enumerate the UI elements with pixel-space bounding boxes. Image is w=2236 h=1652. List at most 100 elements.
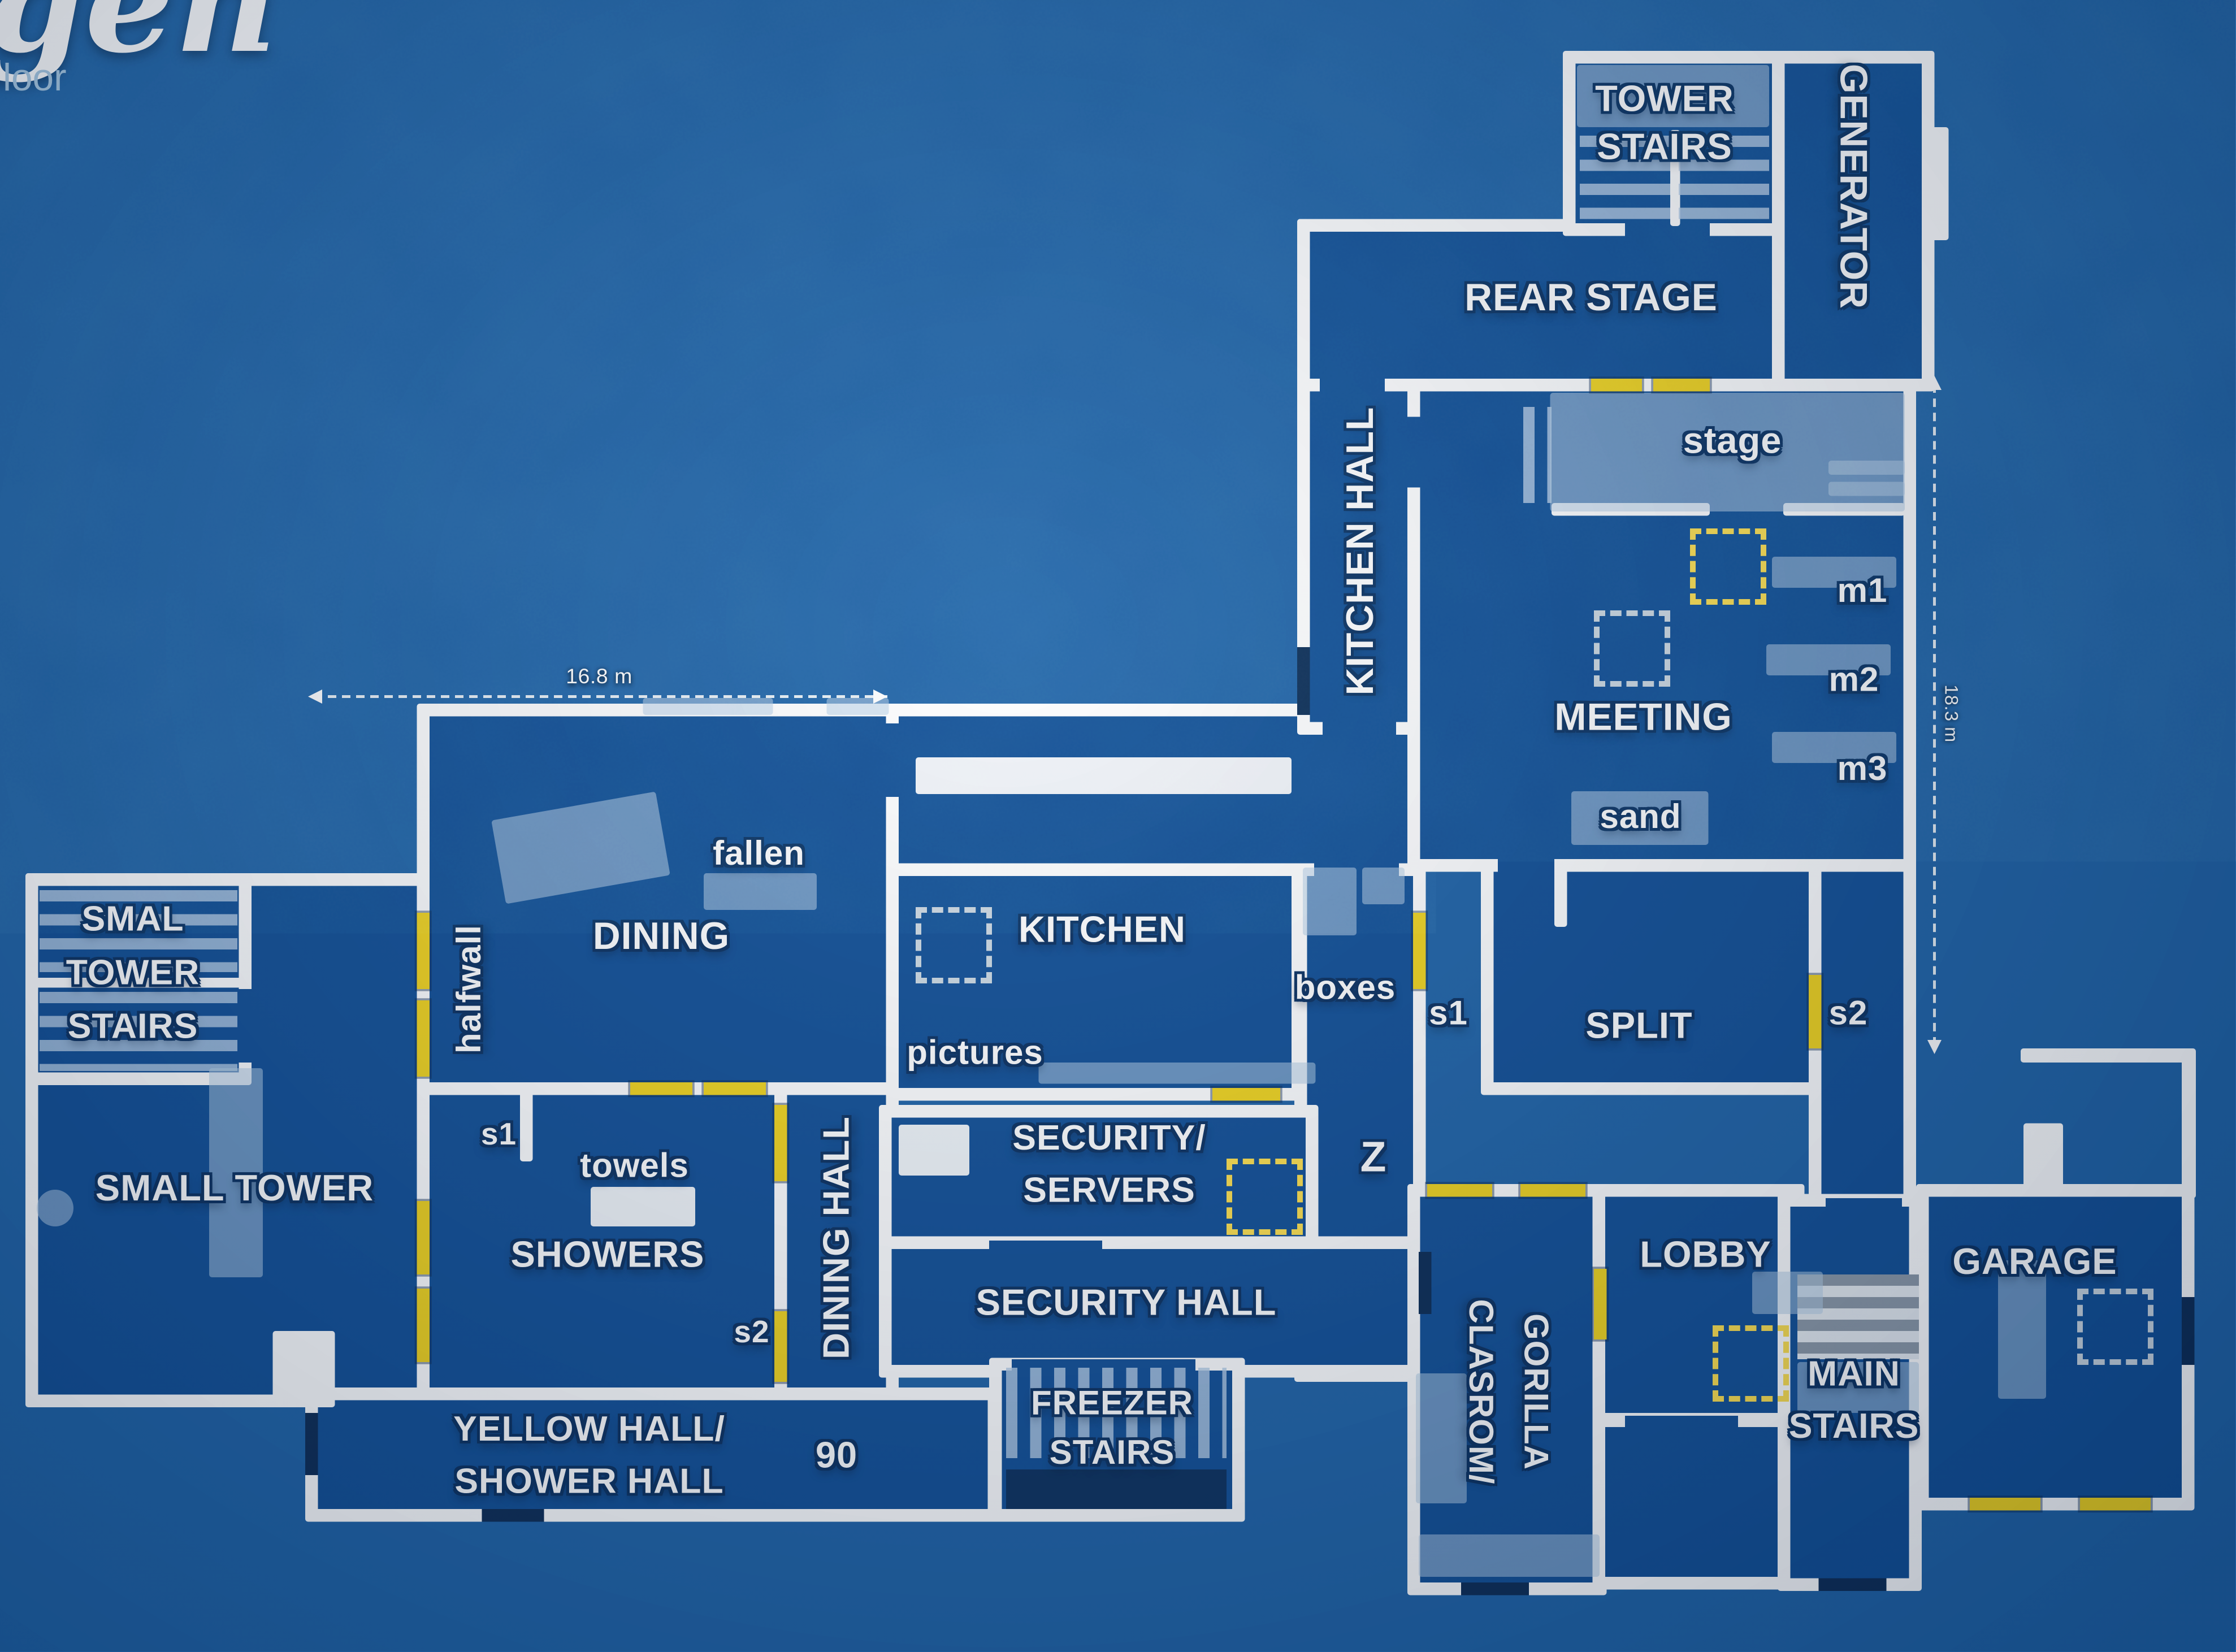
label-s2-split: s2 [1829,995,1868,1034]
door-marker [704,1082,766,1095]
door-marker [1520,1184,1585,1197]
towels-shelf [591,1187,695,1226]
label-kitchen-hall: KITCHEN HALL [1339,407,1383,696]
boxes-stack [1303,868,1357,935]
dimension-line-horizontal [314,695,887,698]
label-s1-showers: s1 [481,1116,517,1153]
label-dining-hall: DINING HALL [814,1116,859,1359]
passage-gap [1625,223,1710,246]
label-security-servers-2: SERVERS [1023,1170,1195,1212]
barricade-marker [482,1509,544,1522]
passage-gap [1323,701,1396,740]
barricade-marker [1461,1582,1529,1595]
label-m3: m3 [1838,751,1888,790]
arrow-icon [308,690,322,704]
wall-segment [2182,1048,2196,1198]
dimension-line-vertical [1933,384,1936,1046]
dimension-height-label: 18.3 m [1941,684,1962,742]
barricade-marker [1419,1252,1432,1314]
label-tower-stairs-1: TOWER [1595,77,1734,121]
label-boxes: boxes [1295,969,1396,1009]
label-pictures: pictures [907,1034,1043,1074]
small-tower-barrel [37,1190,73,1226]
label-small-tower: SMALL TOWER [96,1167,374,1211]
server-rack [899,1125,969,1176]
label-fallen: fallen [713,835,805,875]
label-lobby: LOBBY [1640,1233,1771,1277]
door-marker [417,1289,430,1362]
door-marker [1212,1088,1280,1101]
boxes-stack [1362,868,1405,904]
hatch-marker-yellow [1227,1159,1303,1235]
wall-segment [273,1331,335,1407]
door-marker [2080,1498,2151,1511]
room-east-corridor [1809,859,1916,1229]
door-marker [417,1201,430,1274]
label-ninety: 90 [816,1433,857,1477]
label-kitchen: KITCHEN [1019,908,1186,952]
label-split: SPLIT [1585,1004,1692,1048]
label-main-stairs-2: STAIRS [1789,1407,1919,1448]
wall-segment [520,1082,533,1161]
hatch-marker-yellow [1690,528,1766,605]
label-main-stairs-1: MAIN [1808,1354,1900,1395]
passage-gap [237,989,263,1063]
barricade-marker [2182,1297,2195,1365]
label-freezer-stairs-1: FREEZER [1031,1385,1193,1424]
label-showers: SHOWERS [511,1233,705,1277]
room-lower-lobby [1593,1415,1791,1590]
label-generator: GENERATOR [1831,64,1875,309]
stairs-freezer-pit [1006,1469,1227,1509]
wall-segment [2023,1124,2063,1191]
arrow-icon [873,690,887,704]
door-marker [1413,913,1426,989]
hatch-marker-yellow [1713,1325,1789,1402]
door-marker [1591,379,1642,392]
door-marker [1653,379,1710,392]
fallen-object [704,873,817,910]
label-garage: GARAGE [1952,1240,2117,1284]
label-yellow-hall-1: YELLOW HALL/ [453,1410,725,1451]
hatch-marker-gray [916,907,992,983]
label-s2-showers: s2 [734,1314,769,1351]
room-split [1481,859,1822,1095]
label-tower-stairs-2: STAIRS [1597,125,1732,169]
label-s1-split: s1 [1429,995,1468,1034]
door-marker [1427,1184,1492,1197]
passage-gap [1320,376,1385,398]
generator-unit [1828,482,1905,496]
label-halfwall: halfwall [451,925,491,1053]
classroom-shelf [1419,1534,1600,1577]
map-logo-subtitle: loor [3,57,67,101]
passage-gap [1498,856,1554,876]
arrow-icon [1927,1040,1942,1054]
barricade-marker [305,1413,318,1475]
wall-segment [2021,1048,2195,1063]
label-stage: stage [1683,419,1782,463]
door-marker [1809,975,1822,1048]
label-classroom-1: CLASROM/ [1460,1299,1500,1484]
label-m2: m2 [1829,661,1879,701]
label-security-hall: SECURITY HALL [976,1281,1277,1325]
label-m1: m1 [1838,573,1888,612]
door-marker [1970,1498,2040,1511]
label-rear-stage: REAR STAGE [1464,276,1718,320]
door-marker [630,1082,692,1095]
door-marker [417,1000,430,1077]
passage-gap [883,723,903,797]
label-small-tower-stairs-1: SMAL [81,899,184,940]
passage-gap [1826,1198,1902,1221]
label-sand: sand [1600,799,1681,838]
wall-segment [1554,859,1567,927]
wall-segment [1929,127,1949,240]
kitchen-counter [916,757,1292,794]
label-meeting: MEETING [1554,696,1732,740]
passage-gap [989,1241,1102,1263]
hatch-marker-gray [2077,1289,2153,1365]
passage-gap [1625,1416,1738,1438]
label-small-tower-stairs-3: STAIRS [68,1007,198,1048]
passage-gap [1405,417,1424,488]
label-freezer-stairs-2: STAIRS [1050,1434,1175,1474]
label-z: Z [1360,1135,1387,1183]
